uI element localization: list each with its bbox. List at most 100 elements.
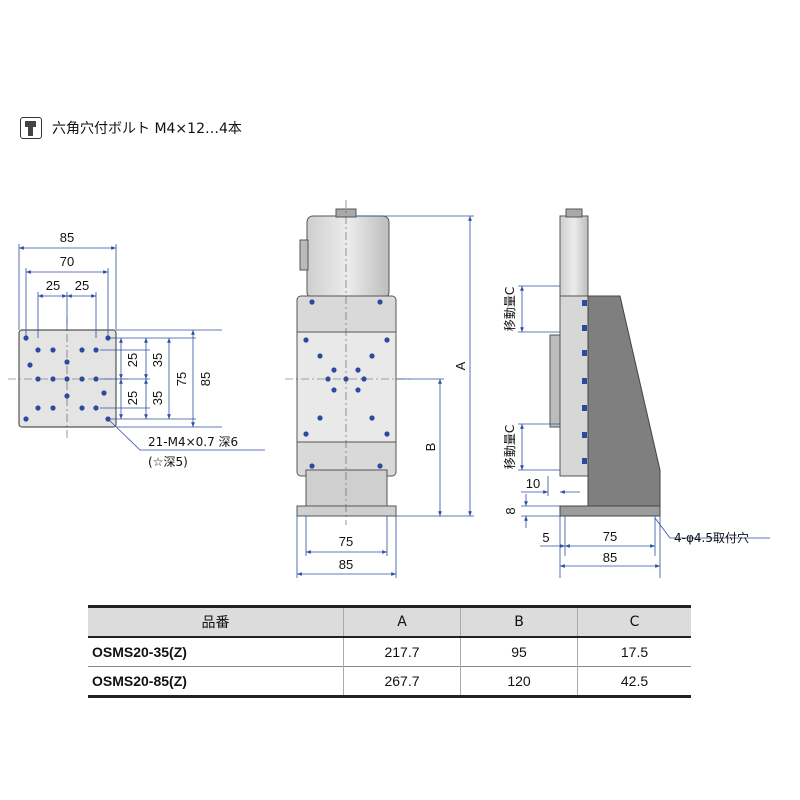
tap-hole <box>79 405 85 411</box>
tap-hole <box>27 362 33 368</box>
tap-hole <box>79 376 85 382</box>
motor-connector <box>299 239 309 271</box>
tap-hole <box>35 405 41 411</box>
tap-hole <box>35 376 41 382</box>
table-row: OSMS20-85(Z) 267.7 120 42.5 <box>88 666 691 697</box>
screw-head <box>582 350 587 356</box>
front-column <box>305 469 388 507</box>
angle-bracket <box>587 295 661 507</box>
travel-c-lower: 移動量C <box>503 425 517 469</box>
dim-v25b: 25 <box>125 391 140 405</box>
side-motor <box>559 215 589 299</box>
tap-hole <box>93 347 99 353</box>
stage-table <box>296 331 397 443</box>
cell-b: 95 <box>460 637 578 667</box>
tap-hole <box>309 299 315 305</box>
side-stage <box>559 295 589 477</box>
tap-hole <box>331 387 337 393</box>
tap-hole <box>377 463 383 469</box>
screw-head <box>582 300 587 306</box>
side-motor-cap <box>565 208 583 218</box>
tap-hole <box>50 347 56 353</box>
table-header-row: 品番 A B C <box>88 606 691 637</box>
tap-hole <box>317 353 323 359</box>
dim-75-front: 75 <box>339 534 353 549</box>
tap-hole <box>79 347 85 353</box>
tap-hole <box>64 393 70 399</box>
spec-table: 品番 A B C OSMS20-35(Z) 217.7 95 17.5 OSMS… <box>88 605 691 698</box>
dim-5-side: 5 <box>542 530 549 545</box>
screw-head <box>582 458 587 464</box>
mount-hole-note: 4-φ4.5取付穴 <box>674 530 749 545</box>
dim-v75: 75 <box>174 372 189 386</box>
tap-hole <box>303 337 309 343</box>
cell-a: 217.7 <box>343 637 461 667</box>
table-row: OSMS20-35(Z) 217.7 95 17.5 <box>88 637 691 667</box>
tap-hole <box>303 431 309 437</box>
travel-c-upper: 移動量C <box>503 287 517 331</box>
tap-hole <box>93 376 99 382</box>
front-table-holes <box>303 299 390 469</box>
tap-hole <box>377 299 383 305</box>
col-header-model: 品番 <box>201 615 230 631</box>
cell-model: OSMS20-85(Z) <box>92 673 187 689</box>
tap-hole <box>355 387 361 393</box>
dim-v35a: 35 <box>150 353 165 367</box>
front-base <box>296 505 397 517</box>
front-view: A B 75 85 <box>285 200 474 578</box>
bolt-header: 六角穴付ボルト M4×12…4本 <box>20 116 242 140</box>
tap-hole <box>361 376 367 382</box>
dim-25b-top: 25 <box>75 278 89 293</box>
tap-hole <box>369 353 375 359</box>
dim-25a-top: 25 <box>46 278 60 293</box>
tap-hole <box>369 415 375 421</box>
cell-c: 17.5 <box>577 637 691 667</box>
tap-hole <box>355 367 361 373</box>
tap-hole <box>101 390 107 396</box>
tap-hole-note: 21-M4×0.7 深6 <box>148 435 238 449</box>
cell-model: OSMS20-35(Z) <box>92 644 187 660</box>
tap-hole <box>317 415 323 421</box>
screw-head <box>582 432 587 438</box>
col-header-b: B <box>460 606 578 637</box>
cell-a: 267.7 <box>343 666 461 697</box>
screw-head <box>582 378 587 384</box>
cell-b: 120 <box>460 666 578 697</box>
cell-c: 42.5 <box>577 666 691 697</box>
screw-head <box>582 405 587 411</box>
side-view: 移動量C 移動量C 10 8 5 75 85 4-φ4.5取付穴 <box>503 208 770 578</box>
dim-75-side: 75 <box>603 529 617 544</box>
tap-hole <box>50 376 56 382</box>
dim-v35b: 35 <box>150 391 165 405</box>
hex-bolt-icon <box>20 117 42 139</box>
col-header-c: C <box>577 606 691 637</box>
top-view: 85 70 25 25 25 25 35 35 75 85 21-M4×0.7 … <box>8 230 265 469</box>
bolt-spec-text: 六角穴付ボルト M4×12…4本 <box>52 121 242 137</box>
dim-A: A <box>453 361 468 370</box>
tap-hole <box>23 416 29 422</box>
col-header-a: A <box>343 606 461 637</box>
dim-70-top: 70 <box>60 254 74 269</box>
dim-85-side: 85 <box>603 550 617 565</box>
bracket-base <box>559 505 661 517</box>
dim-10-side: 10 <box>526 476 540 491</box>
tap-hole <box>384 337 390 343</box>
tap-hole <box>331 367 337 373</box>
side-screws <box>582 300 587 464</box>
dim-85-front: 85 <box>339 557 353 572</box>
tap-hole <box>35 347 41 353</box>
dim-8-side: 8 <box>503 507 518 514</box>
top-plate-holes <box>23 335 111 422</box>
dim-v85: 85 <box>198 372 213 386</box>
side-rail <box>549 334 561 428</box>
tap-hole <box>309 463 315 469</box>
tap-hole <box>93 405 99 411</box>
tap-hole <box>384 431 390 437</box>
dim-v25a: 25 <box>125 353 140 367</box>
motor-housing <box>306 215 390 299</box>
dim-85-top: 85 <box>60 230 74 245</box>
screw-head <box>582 325 587 331</box>
dim-B: B <box>423 443 438 452</box>
tap-hole-note-depth: (☆深5) <box>148 455 188 469</box>
